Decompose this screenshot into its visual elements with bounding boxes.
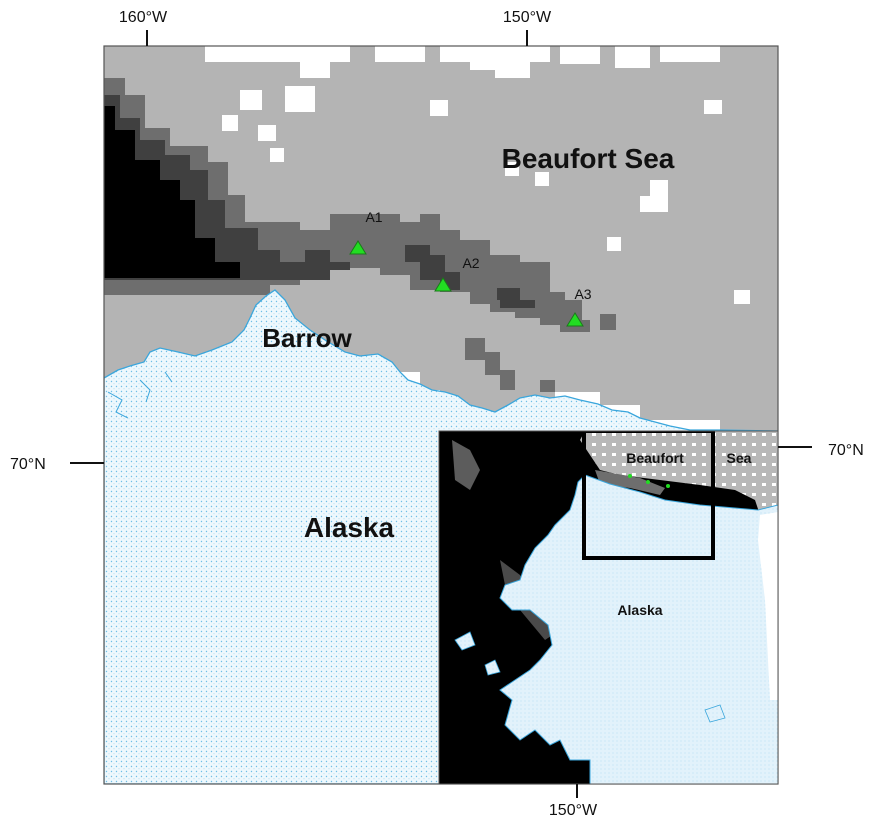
land-label: Alaska bbox=[304, 512, 395, 543]
graticule-ticks bbox=[70, 30, 812, 798]
sea-label: Beaufort Sea bbox=[502, 143, 675, 174]
lon-label-bottom: 150°W bbox=[549, 802, 598, 819]
station-marker bbox=[434, 277, 452, 292]
inset-map bbox=[439, 431, 778, 784]
station-label: A2 bbox=[462, 255, 479, 271]
lon-label-top-left: 160°W bbox=[119, 9, 168, 26]
station-marker bbox=[349, 240, 367, 255]
station-markers: A1 A2 A3 bbox=[349, 209, 592, 327]
inset-stations bbox=[628, 474, 670, 488]
pack-ice-white bbox=[205, 46, 750, 304]
inset-frame bbox=[438, 430, 779, 785]
inset-land-label: Alaska bbox=[617, 602, 662, 618]
lat-label-right: 70°N bbox=[828, 442, 864, 459]
lat-label-left: 70°N bbox=[10, 456, 46, 473]
station-marker bbox=[566, 312, 584, 327]
inset-sea-ice bbox=[580, 431, 778, 515]
lon-label-top-right: 150°W bbox=[503, 9, 552, 26]
inset-sea-label-1: Beaufort bbox=[626, 450, 684, 466]
town-label: Barrow bbox=[262, 323, 352, 353]
station-label: A3 bbox=[574, 286, 591, 302]
station-label: A1 bbox=[365, 209, 382, 225]
inland-waters bbox=[107, 371, 173, 419]
inset-focus-box bbox=[582, 431, 715, 560]
inset-sea-label-2: Sea bbox=[727, 450, 752, 466]
open-water bbox=[104, 106, 240, 278]
inset-land-alaska bbox=[499, 474, 778, 784]
